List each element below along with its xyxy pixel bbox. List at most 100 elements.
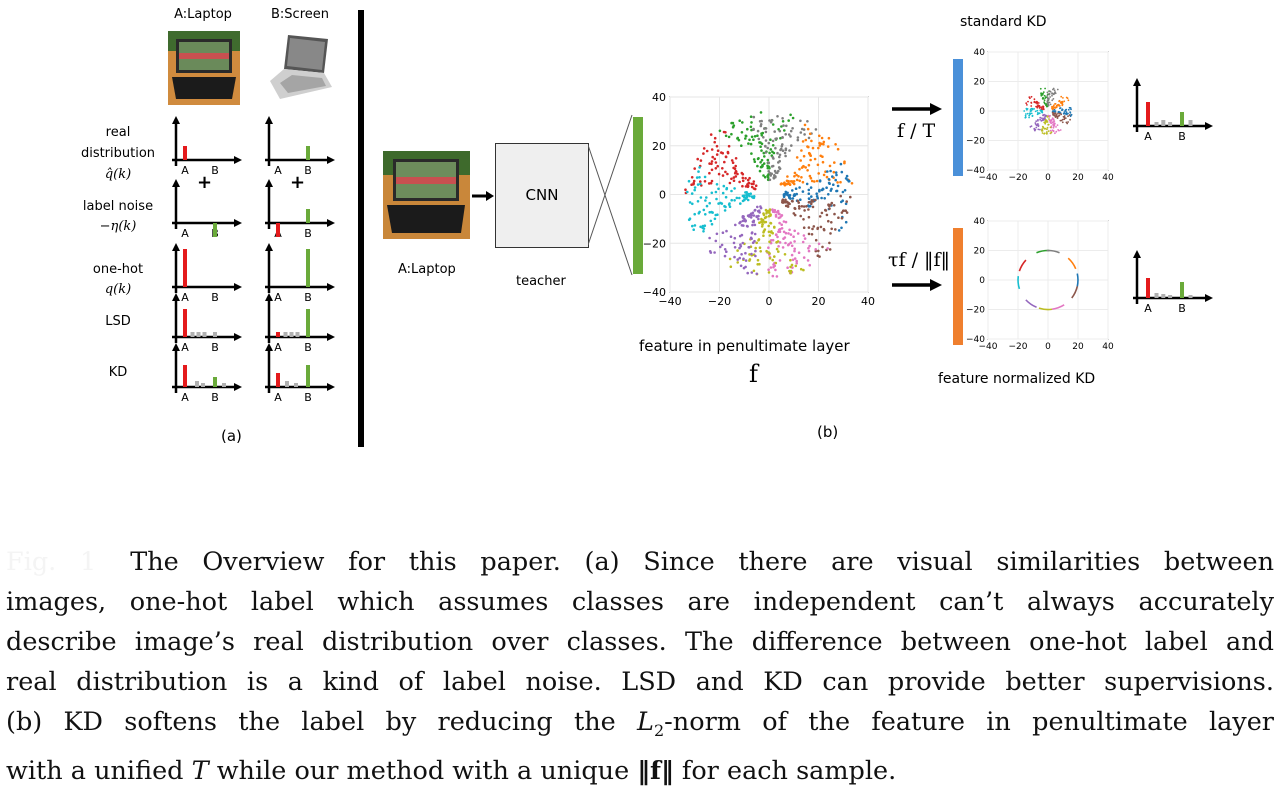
small-point <box>1070 108 1072 111</box>
small-point <box>1026 108 1029 110</box>
scatter-point <box>780 144 784 148</box>
scatter-point <box>787 133 791 136</box>
scatter-point <box>793 213 797 217</box>
scatter-point <box>755 241 758 245</box>
scatter-point <box>750 182 754 186</box>
small-point <box>1028 116 1030 119</box>
ring-arc <box>1025 299 1037 309</box>
scatter-point <box>746 127 749 131</box>
normalized-arrow <box>892 279 942 291</box>
small-point <box>1058 114 1060 117</box>
scatter-point <box>776 240 780 243</box>
scatter-point <box>778 259 782 262</box>
scatter-point <box>724 195 728 199</box>
cluster-7 <box>728 208 805 276</box>
out-x-arrow <box>1205 294 1213 302</box>
small-point <box>1051 129 1054 132</box>
scatter-point <box>808 153 812 156</box>
scatter-point <box>752 115 756 119</box>
plus-sign-a: + <box>197 172 213 193</box>
caption-text-6a: with a unified <box>6 756 192 787</box>
scatter-point <box>759 250 762 253</box>
scatter-point <box>820 188 824 192</box>
out-x-arrow <box>1205 122 1213 130</box>
scatter-point <box>766 158 770 162</box>
scatter-point <box>760 217 763 221</box>
scatter-point <box>722 184 726 188</box>
small-cluster-2 <box>1046 249 1060 254</box>
scatter-point <box>799 267 803 271</box>
hist-y-arrow <box>172 293 180 301</box>
y-tick-label: −20 <box>966 306 985 316</box>
scatter-point <box>726 172 729 176</box>
scatter-point <box>777 250 780 253</box>
small-point <box>1030 105 1033 107</box>
scatter-point <box>845 174 849 178</box>
small-point <box>1053 89 1056 92</box>
scatter-point <box>730 132 733 136</box>
standard-kd-title: standard KD <box>960 14 1047 30</box>
scatter-point <box>768 257 772 260</box>
row-math-noise: −η(k) <box>99 219 137 234</box>
caption-text-5b: -norm of the feature in penultimate laye… <box>664 707 1274 737</box>
scatter-point <box>799 131 803 134</box>
scatter-point <box>840 170 844 174</box>
small-point <box>1046 91 1049 94</box>
small-point <box>1057 103 1060 106</box>
y-tick-label: 0 <box>979 276 985 286</box>
scatter-point <box>799 214 802 218</box>
hist-label-b: B <box>304 391 312 404</box>
scatter-point <box>750 185 754 189</box>
scatter-point <box>746 271 749 275</box>
scatter-point <box>733 236 737 240</box>
scatter-point <box>826 170 829 173</box>
out-bar <box>1161 294 1166 298</box>
small-point <box>1051 94 1053 97</box>
scatter-point <box>786 175 789 178</box>
scatter-point <box>832 183 835 186</box>
scatter-point <box>787 119 790 122</box>
scatter-point <box>771 123 775 126</box>
x-tick-label: 0 <box>1045 173 1051 183</box>
scatter-point <box>749 125 753 129</box>
small-point <box>1061 121 1064 124</box>
scatter-point <box>760 158 764 162</box>
scatter-point <box>767 141 771 145</box>
scatter-point <box>728 205 732 208</box>
small-point <box>1042 114 1044 117</box>
scatter-point <box>777 169 780 173</box>
scatter-point <box>817 249 820 253</box>
x-tick-label: 20 <box>812 295 826 308</box>
scatter-point <box>708 201 711 205</box>
hist-label-b: B <box>304 341 312 354</box>
scatter-point <box>741 184 744 188</box>
scatter-point <box>736 172 739 176</box>
scatter-point <box>781 136 784 139</box>
scatter-point <box>783 129 786 132</box>
scatter-point <box>789 258 792 262</box>
hist-bar <box>196 332 201 337</box>
small-point <box>1030 112 1033 115</box>
scatter-point <box>797 201 800 204</box>
scatter-point <box>756 205 759 209</box>
scatter-point <box>709 133 713 136</box>
x-tick-label: −40 <box>658 295 681 308</box>
scatter-point <box>778 153 782 157</box>
small-point <box>1024 114 1027 117</box>
scatter-point <box>701 226 704 230</box>
small-point <box>1025 102 1028 105</box>
scatter-point <box>802 128 806 131</box>
hist-label-a: A <box>274 164 282 177</box>
scatter-point <box>818 180 822 183</box>
out-label-a: A <box>1144 302 1152 315</box>
scatter-point <box>710 179 714 183</box>
scatter-point <box>820 136 824 140</box>
out-bar <box>1161 120 1166 126</box>
scatter-point <box>721 174 725 177</box>
x-tick-label: 40 <box>1102 342 1114 352</box>
scatter-point <box>738 119 741 122</box>
scatter-point <box>737 138 741 142</box>
scatter-point <box>711 155 714 159</box>
scatter-point <box>777 212 781 215</box>
